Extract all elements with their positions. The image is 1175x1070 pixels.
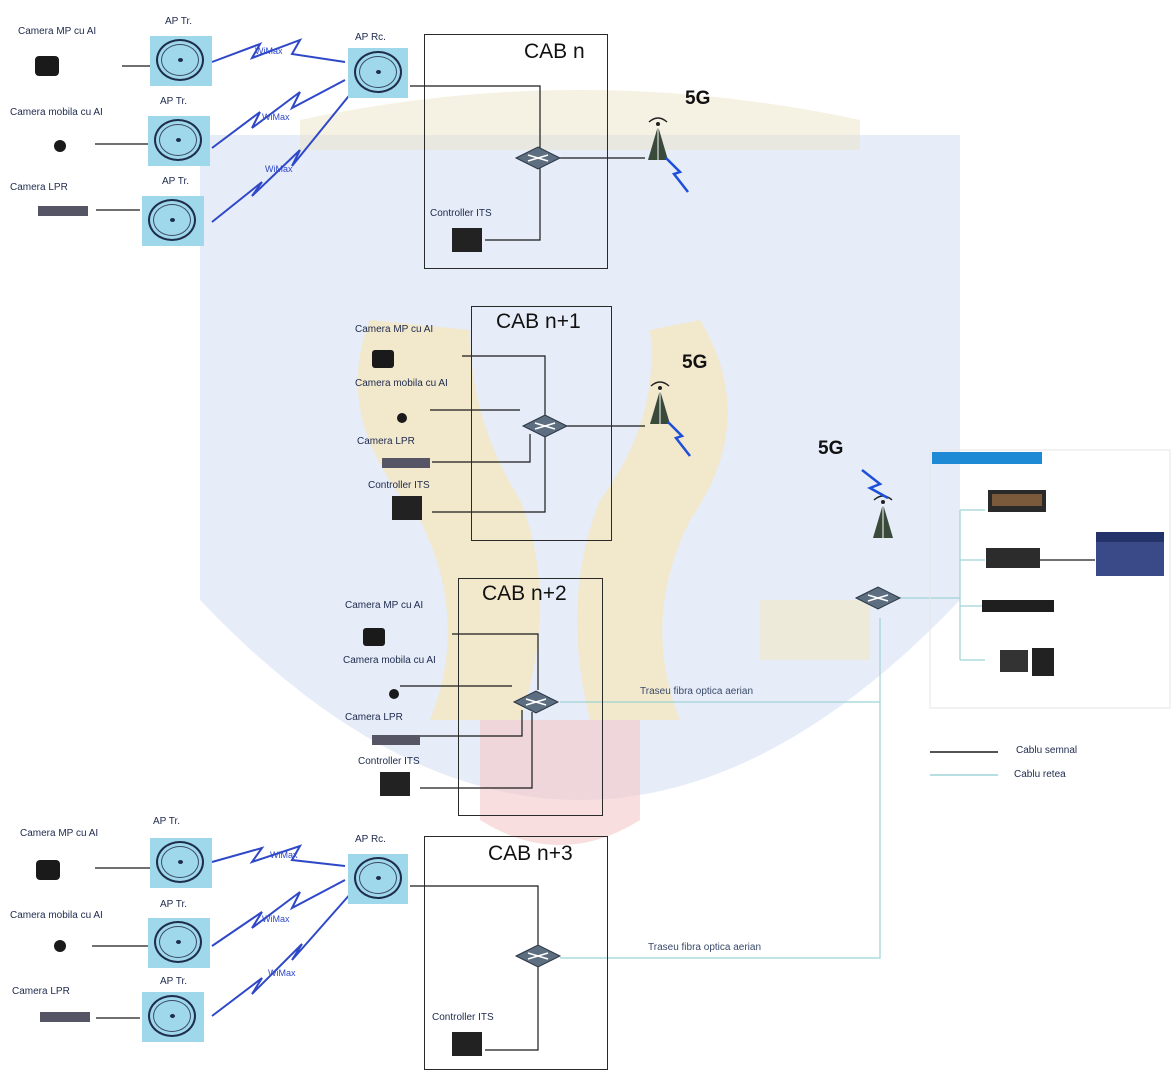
camera-mp-label: Camera MP cu AI xyxy=(355,324,434,335)
cell-tower-icon xyxy=(649,381,671,425)
wimax-links-bottom xyxy=(211,844,353,1017)
camera-mobile-label: Camera mobila cu AI xyxy=(355,378,448,389)
server-panel-header xyxy=(932,452,1042,464)
ap-tr-label: AP Tr. xyxy=(153,816,181,827)
cabinet-n2 xyxy=(458,578,603,816)
fiber-route-label: Traseu fibra optica aerian xyxy=(648,942,762,953)
cabinet-n3 xyxy=(424,836,608,1070)
wimax-label: WiMax xyxy=(255,46,283,56)
ap-tr-label: AP Tr. xyxy=(160,899,188,910)
five-g-label: 5G xyxy=(682,352,708,373)
five-g-label: 5G xyxy=(685,88,711,109)
wimax-label: WiMax xyxy=(265,164,293,174)
ap-transmitter xyxy=(150,838,212,888)
ap-tr-label: AP Tr. xyxy=(160,96,188,107)
cabinet-title: CAB n+3 xyxy=(488,842,573,865)
cabinet-title: CAB n+1 xyxy=(496,310,581,333)
wimax-label: WiMax xyxy=(262,112,290,122)
five-g-label: 5G xyxy=(818,438,844,459)
ap-tr-label: AP Tr. xyxy=(162,176,190,187)
ap-transmitter xyxy=(150,36,212,86)
camera-lpr-label: Camera LPR xyxy=(345,712,403,723)
cell-tower-icon xyxy=(872,495,894,539)
wimax-label: WiMax xyxy=(268,968,296,978)
ap-transmitter xyxy=(142,992,204,1042)
camera-lpr-label: Camera LPR xyxy=(357,436,415,447)
camera-mobile-label: Camera mobila cu AI xyxy=(10,910,103,921)
legend-network-label: Cablu retea xyxy=(1014,769,1066,780)
ap-transmitter xyxy=(148,116,210,166)
switch-icon xyxy=(855,586,901,610)
camera-mobile-label: Camera mobila cu AI xyxy=(10,107,103,118)
wimax-label: WiMax xyxy=(270,850,298,860)
cabinet-title: CAB n+2 xyxy=(482,582,567,605)
camera-mp-label: Camera MP cu AI xyxy=(345,600,424,611)
controller-label: Controller ITS xyxy=(368,480,430,491)
cabinet-n xyxy=(424,34,608,269)
ap-tr-label: AP Tr. xyxy=(160,976,188,987)
ap-transmitter xyxy=(148,918,210,968)
ap-rc-label: AP Rc. xyxy=(355,834,386,845)
cabinet-title: CAB n xyxy=(524,40,585,63)
camera-mp-label: Camera MP cu AI xyxy=(20,828,99,839)
cab-n-wiring xyxy=(410,85,541,241)
legend-signal-label: Cablu semnal xyxy=(1016,745,1078,756)
wimax-links-top xyxy=(211,38,353,223)
ap-tr-label: AP Tr. xyxy=(165,16,193,27)
ap-transmitter xyxy=(142,196,204,246)
cell-tower-icon xyxy=(647,117,669,161)
controller-label: Controller ITS xyxy=(432,1012,494,1023)
camera-mobile-label: Camera mobila cu AI xyxy=(343,655,436,666)
camera-lpr-label: Camera LPR xyxy=(12,986,70,997)
ap-rc-label: AP Rc. xyxy=(355,32,386,43)
ap-receiver xyxy=(348,854,408,904)
controller-label: Controller ITS xyxy=(430,208,492,219)
camera-mp-label: Camera MP cu AI xyxy=(18,26,97,37)
wimax-label: WiMax xyxy=(262,914,290,924)
server-icons xyxy=(982,490,1164,676)
camera-icons xyxy=(35,56,482,1056)
camera-lpr-label: Camera LPR xyxy=(10,182,68,193)
ap-receiver xyxy=(348,48,408,98)
cabinet-n1 xyxy=(471,306,612,541)
controller-label: Controller ITS xyxy=(358,756,420,767)
fiber-route-label: Traseu fibra optica aerian xyxy=(640,686,754,697)
